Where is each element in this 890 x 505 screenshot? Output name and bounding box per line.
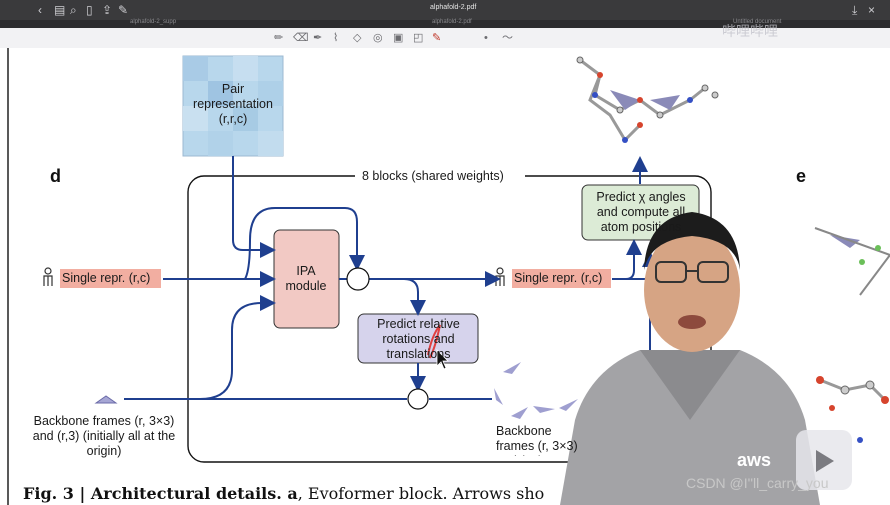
sticker-tool-icon[interactable]: ◰ (413, 32, 424, 44)
window-title: alphafold-2.pdf (430, 4, 477, 11)
frame-triangle (511, 407, 528, 419)
panel-label-e: e (796, 166, 807, 186)
backbone-frames-input-label: Backbone frames (r, 3×3) and (r,3) (init… (32, 414, 176, 458)
share-icon[interactable]: ⇪ (102, 3, 113, 17)
tab-untitled[interactable]: Untitled document (733, 19, 782, 25)
compose-node (407, 388, 429, 410)
play-button[interactable] (796, 430, 852, 490)
frame-triangle (559, 399, 578, 411)
single-repr-output-label: Single repr. (r,c) (514, 271, 603, 285)
frame-triangle (94, 395, 118, 404)
text-tool-icon[interactable]: ◎ (373, 32, 383, 44)
lasso-tool-icon[interactable]: ⌇ (333, 32, 339, 44)
caption-bold: Fig. 3 | Architectural details. a (23, 484, 298, 503)
back-icon[interactable]: ‹ (38, 3, 42, 17)
data-flow-arrows (124, 156, 698, 400)
window-titlebar: ‹ ▤ ⌕ ▯ ⇪ ✎ alphafold-2.pdf ⤓ × (0, 0, 890, 20)
caption-text: , Evoformer block. Arrows sho (297, 484, 545, 503)
mouse-cursor-icon (436, 349, 449, 370)
frame-triangle (503, 362, 521, 374)
tab-bar (0, 20, 890, 28)
bilibili-watermark: 哔哩哔哩 (722, 23, 778, 39)
person-icon (43, 267, 53, 286)
panel-label-d: d (50, 166, 61, 186)
protein-structure-image (576, 56, 719, 143)
person-icon (495, 267, 505, 286)
color-dot-icon[interactable]: • (484, 32, 488, 44)
play-icon (816, 450, 834, 472)
pen-tool-icon[interactable]: ✏ (274, 32, 284, 44)
pair-representation-label: Pair representation (r,r,c) (193, 82, 273, 126)
panel-e-structures (814, 227, 890, 443)
single-repr-out-box (512, 269, 611, 288)
predict-chi-label: Predict χ angles and compute all atom po… (596, 190, 686, 234)
markup-icon[interactable]: ✎ (118, 3, 129, 17)
blocks-label: 8 blocks (shared weights) (362, 169, 504, 183)
single-repr-in-box (60, 269, 161, 288)
presenter-video-overlay: aws (560, 212, 820, 505)
pair-representation-grid (182, 55, 284, 157)
predict-relative-label: Predict relative rotations and translati… (377, 317, 460, 361)
frame-triangle (533, 406, 555, 413)
add-node (346, 267, 370, 291)
svg-text:aws: aws (737, 450, 771, 470)
search-icon[interactable]: ⌕ (70, 3, 77, 17)
shapes-tool-icon[interactable]: ◇ (353, 32, 362, 44)
highlighter-tool-icon[interactable]: ✒ (313, 32, 323, 44)
sidebar-icon[interactable]: ▤ (54, 3, 66, 17)
stroke-width-icon[interactable]: 〜 (502, 32, 513, 44)
download-icon[interactable]: ⤓ (852, 3, 858, 17)
tab-alphafold[interactable]: alphafold-2.pdf (432, 19, 472, 25)
frame-triangle (494, 388, 503, 405)
close-icon[interactable]: × (868, 3, 876, 17)
marker-tool-icon[interactable]: ✎ (432, 32, 442, 44)
csdn-watermark: CSDN @I''ll_carry_you (686, 475, 829, 491)
single-repr-input-label: Single repr. (r,c) (62, 271, 151, 285)
tab-supp[interactable]: alphafold-2_supp (130, 19, 177, 25)
ipa-module-label: IPA module (285, 264, 327, 293)
backbone-frames-output-label: Backbone frames (r, 3×3) and (r,3) (496, 424, 578, 456)
annotation-scribble (427, 324, 441, 359)
bookmark-icon[interactable]: ▯ (86, 3, 93, 17)
figure-caption: Fig. 3 | Architectural details. a, Evofo… (23, 484, 544, 503)
image-tool-icon[interactable]: ▣ (393, 32, 404, 44)
eraser-tool-icon[interactable]: ⌫ (293, 32, 309, 44)
